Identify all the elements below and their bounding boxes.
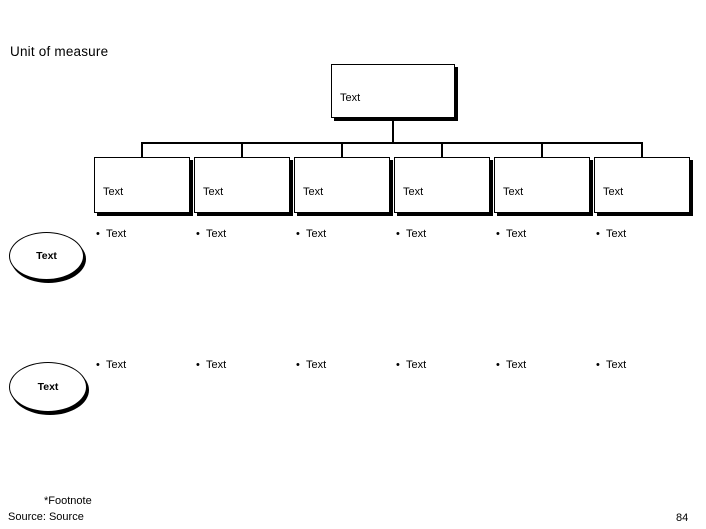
child-node-box-5[interactable]: Text [494, 157, 590, 213]
root-node-label: Text [340, 92, 361, 104]
child-node-box-3[interactable]: Text [294, 157, 390, 213]
child-node-box-1[interactable]: Text [94, 157, 190, 213]
bullet-label: Text [206, 228, 227, 240]
child-node-label-4: Text [403, 186, 424, 198]
bullet-glyph-icon: • [196, 228, 200, 240]
bullet-row1-item3: • Text [296, 228, 326, 240]
bullet-row2-item6: • Text [596, 359, 626, 371]
bullet-row2-item4: • Text [396, 359, 426, 371]
connector-drop-6 [641, 143, 643, 158]
bullet-label: Text [406, 228, 427, 240]
child-node-label-2: Text [203, 186, 224, 198]
bullet-row2-item3: • Text [296, 359, 326, 371]
bullet-glyph-icon: • [196, 359, 200, 371]
child-node-label-5: Text [503, 186, 524, 198]
row-label-ellipse-text-1: Text [36, 250, 57, 262]
connector-drop-4 [441, 143, 443, 158]
row-label-ellipse-2[interactable]: Text [9, 362, 87, 412]
bullet-label: Text [606, 359, 627, 371]
connector-drop-5 [541, 143, 543, 158]
source-text: Source: Source [8, 511, 84, 523]
connector-drop-2 [241, 143, 243, 158]
bullet-glyph-icon: • [596, 228, 600, 240]
root-node-box[interactable]: Text [331, 64, 455, 118]
bullet-glyph-icon: • [396, 359, 400, 371]
child-node-label-3: Text [303, 186, 324, 198]
row-label-ellipse-1[interactable]: Text [9, 232, 84, 280]
bullet-row1-item5: • Text [496, 228, 526, 240]
child-node-box-2[interactable]: Text [194, 157, 290, 213]
bullet-row2-item2: • Text [196, 359, 226, 371]
bullet-glyph-icon: • [596, 359, 600, 371]
bullet-row2-item5: • Text [496, 359, 526, 371]
bullet-glyph-icon: • [496, 228, 500, 240]
connector-horizontal-bus [141, 142, 643, 144]
bullet-label: Text [306, 359, 327, 371]
page-number: 84 [676, 512, 689, 524]
bullet-row1-item6: • Text [596, 228, 626, 240]
bullet-glyph-icon: • [396, 228, 400, 240]
bullet-label: Text [506, 359, 527, 371]
bullet-row2-item1: • Text [96, 359, 126, 371]
child-node-label-6: Text [603, 186, 624, 198]
connector-drop-3 [341, 143, 343, 158]
footnote-text: *Footnote [44, 495, 92, 507]
bullet-label: Text [406, 359, 427, 371]
bullet-glyph-icon: • [496, 359, 500, 371]
bullet-row1-item4: • Text [396, 228, 426, 240]
bullet-label: Text [306, 228, 327, 240]
bullet-glyph-icon: • [96, 228, 100, 240]
bullet-row1-item1: • Text [96, 228, 126, 240]
connector-root-vertical [392, 118, 394, 143]
bullet-glyph-icon: • [96, 359, 100, 371]
unit-of-measure-label: Unit of measure [10, 44, 109, 59]
bullet-row1-item2: • Text [196, 228, 226, 240]
bullet-label: Text [206, 359, 227, 371]
bullet-label: Text [106, 228, 127, 240]
child-node-box-6[interactable]: Text [594, 157, 690, 213]
bullet-glyph-icon: • [296, 228, 300, 240]
bullet-glyph-icon: • [296, 359, 300, 371]
row-label-ellipse-text-2: Text [37, 381, 59, 393]
child-node-label-1: Text [103, 186, 124, 198]
bullet-label: Text [506, 228, 527, 240]
bullet-label: Text [606, 228, 627, 240]
child-node-box-4[interactable]: Text [394, 157, 490, 213]
bullet-label: Text [106, 359, 127, 371]
connector-drop-1 [141, 143, 143, 158]
